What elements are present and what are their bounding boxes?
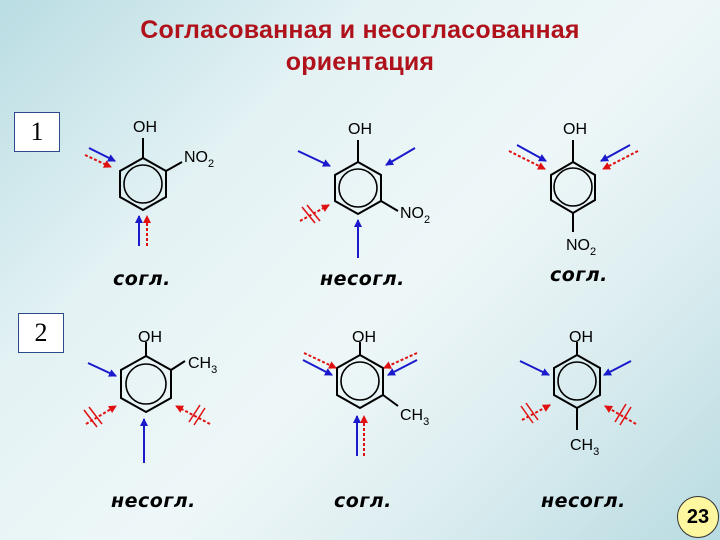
page-number-badge: 23 <box>677 496 719 538</box>
blue-arrow <box>387 359 418 376</box>
molecule-o-nitrophenol: OH NO2 <box>84 119 214 246</box>
orientation-label: несогл. <box>541 490 626 512</box>
title-line-1: Согласованная и несогласованная <box>140 16 580 44</box>
molecule-o-cresol: OH CH3 <box>83 329 217 463</box>
oh-label: OH <box>569 329 593 346</box>
blocked-red-arrow-icon <box>175 404 211 426</box>
blocked-red-arrow-icon <box>520 402 551 424</box>
orientation-label: несогл. <box>111 490 196 512</box>
oh-label: OH <box>563 121 587 138</box>
orientation-label: согл. <box>113 268 171 290</box>
blue-arrow <box>603 360 632 376</box>
blue-arrow <box>385 147 416 166</box>
blocked-red-arrow-icon <box>83 405 117 428</box>
orientation-label: согл. <box>334 490 392 512</box>
slide-title: Согласованная и несогласованная ориентац… <box>0 14 720 78</box>
row-number-2: 2 <box>18 313 64 353</box>
red-dashed-arrow <box>602 150 639 170</box>
red-dashed-arrow <box>303 352 337 369</box>
molecule-m-nitrophenol: OH NO2 <box>297 121 430 258</box>
orientation-label: согл. <box>550 264 608 286</box>
oh-label: OH <box>133 119 157 136</box>
oh-label: OH <box>348 121 372 138</box>
molecule-p-cresol: OH CH3 <box>519 329 637 458</box>
blue-arrow <box>297 150 331 167</box>
oh-label: OH <box>352 329 376 346</box>
orientation-label: несогл. <box>320 268 405 290</box>
no2-label: NO2 <box>184 149 214 170</box>
blue-arrow <box>88 147 116 162</box>
blue-arrow <box>87 362 117 377</box>
blocked-red-arrow-icon <box>604 403 637 426</box>
no2-label: NO2 <box>400 205 430 226</box>
red-dashed-arrow <box>383 352 418 369</box>
blue-arrow <box>302 359 333 376</box>
ch3-label: CH3 <box>570 437 599 458</box>
molecule-p-nitrophenol: OH NO2 <box>508 121 639 258</box>
no2-label: NO2 <box>566 237 596 258</box>
blue-arrow <box>600 144 631 162</box>
title-line-2: ориентация <box>285 48 435 76</box>
red-dashed-arrow <box>508 150 546 170</box>
ch3-label: CH3 <box>400 407 429 428</box>
ch3-label: CH3 <box>188 355 217 376</box>
row-number-1: 1 <box>14 112 60 152</box>
blue-arrow <box>519 360 550 376</box>
oh-label: OH <box>138 329 162 346</box>
blocked-red-arrow-icon <box>299 204 330 224</box>
blue-arrow <box>516 144 547 162</box>
molecule-m-cresol: OH CH3 <box>302 329 429 456</box>
